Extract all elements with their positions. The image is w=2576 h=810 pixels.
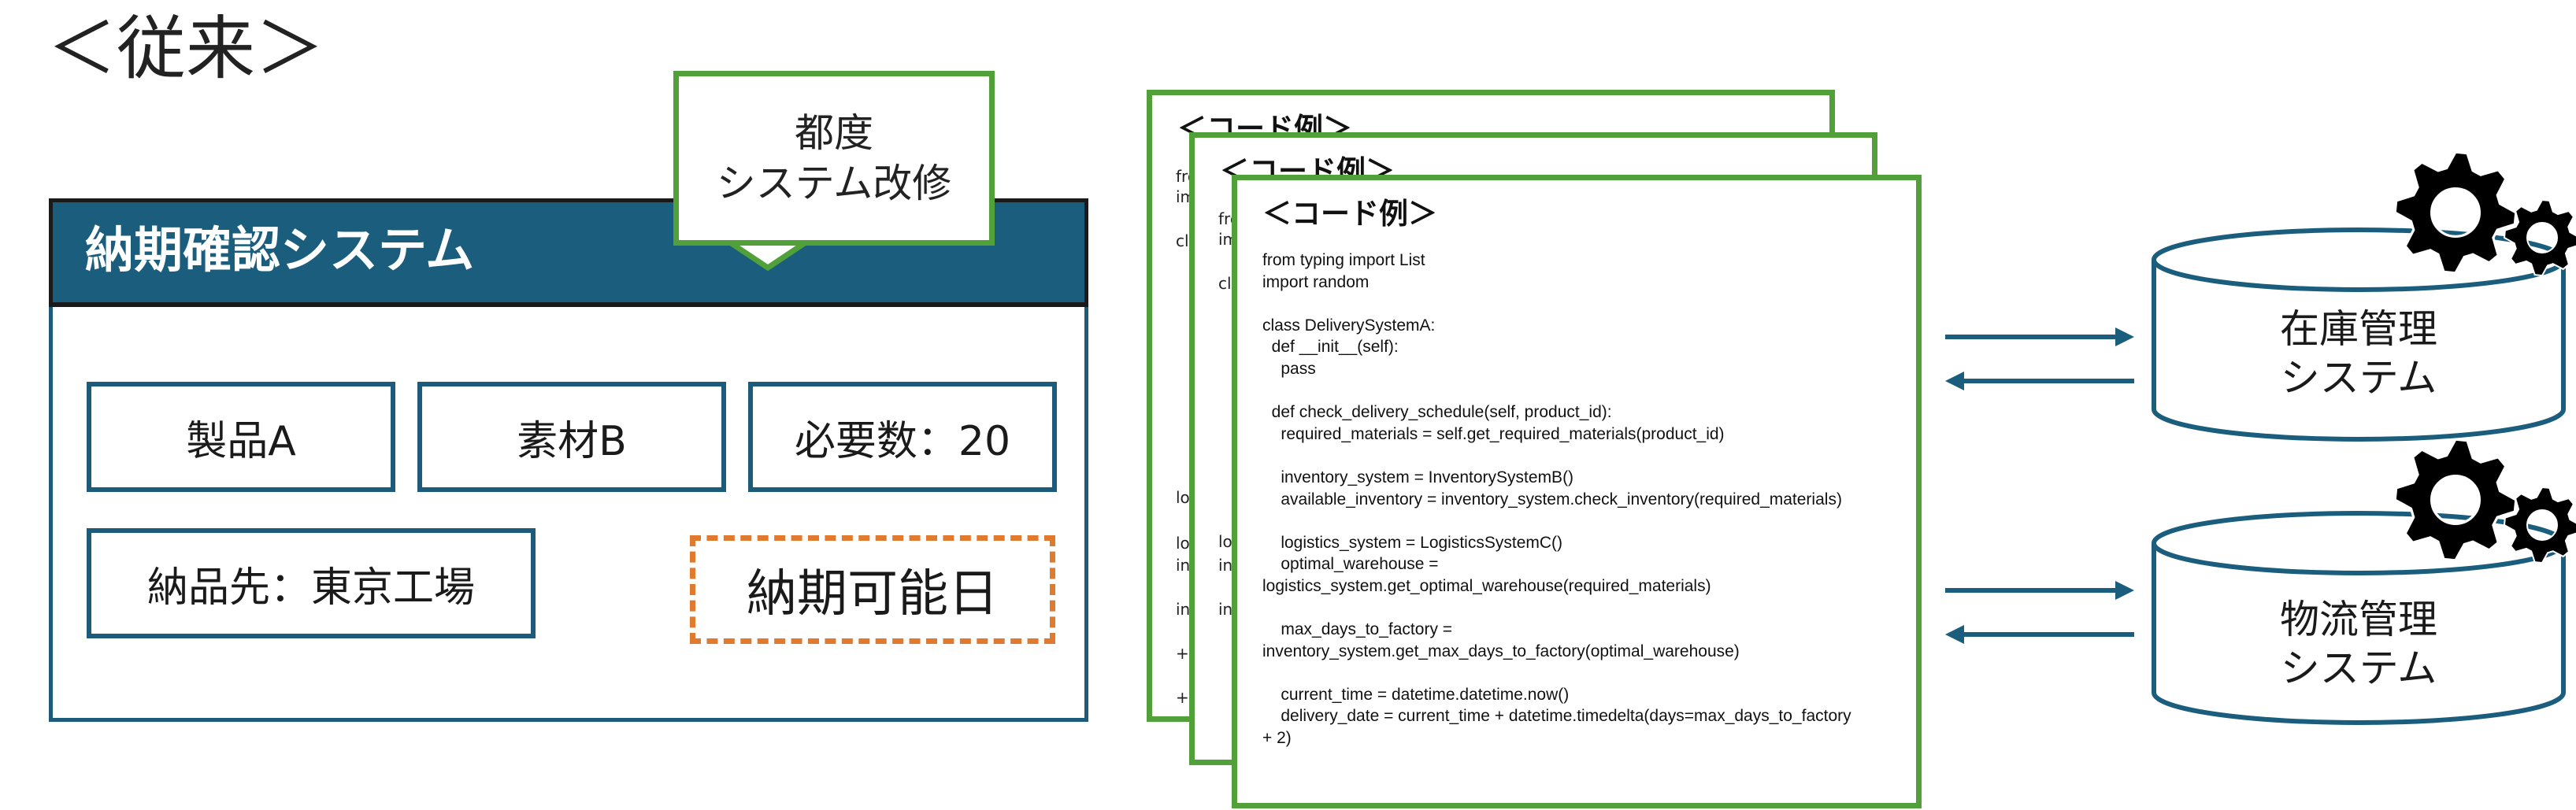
inventory-label-line-1: 在庫管理 [2280, 306, 2437, 352]
section-heading: ＜従来＞ [47, 8, 325, 89]
arrow-from-logistics [1945, 625, 2134, 644]
product-field: 製品A [87, 382, 395, 492]
destination-field: 納品先：東京工場 [87, 528, 536, 638]
arrow-to-inventory [1945, 327, 2134, 346]
code-fragment: in [1218, 556, 1233, 575]
callout-line-1: 都度 [795, 110, 873, 156]
code-example: from typing import List import random cl… [1262, 251, 1851, 748]
gear-icon [2393, 438, 2518, 562]
gear-shape [2393, 150, 2518, 275]
arrow-to-logistics [1945, 581, 2134, 600]
arrow-from-inventory [1945, 372, 2134, 390]
logistics-label-line-1: 物流管理 [2280, 597, 2437, 642]
available-date-field: 納期可能日 [690, 535, 1055, 644]
callout-line-2: システム改修 [716, 161, 952, 206]
code-fragment: cl [1218, 274, 1232, 293]
code-fragment: lo [1176, 534, 1190, 553]
code-fragment: lo [1218, 532, 1232, 551]
inventory-label-line-2: システム [2280, 355, 2437, 401]
gear-shape [2503, 486, 2576, 564]
gear-icon [2393, 150, 2518, 275]
quantity-field: 必要数：20 [748, 382, 1057, 492]
connection-arrows [1945, 327, 2134, 644]
gear-shape [2503, 198, 2576, 277]
gear-shape [2393, 438, 2518, 562]
modification-callout: 都度 システム改修 [673, 71, 995, 246]
gear-icon [2503, 486, 2576, 564]
gear-icon [2503, 198, 2576, 277]
code-fragment: in [1176, 600, 1191, 619]
code-fragment: in [1176, 556, 1191, 575]
material-field: 素材B [417, 382, 726, 492]
code-card-title: ＜コード例＞ [1262, 197, 1437, 231]
delivery-system-title: 納期確認システム [85, 221, 475, 279]
inventory-database-label: 在庫管理 システム [2146, 305, 2571, 402]
logistics-database-label: 物流管理 システム [2146, 595, 2571, 693]
code-fragment: in [1218, 600, 1233, 619]
code-card-front: ＜コード例＞ from typing import List import ra… [1232, 175, 1922, 808]
code-fragment: cl [1176, 231, 1189, 250]
code-fragment: lo [1176, 488, 1190, 507]
inventory-database-icon [2152, 227, 2566, 442]
logistics-label-line-2: システム [2280, 645, 2437, 691]
